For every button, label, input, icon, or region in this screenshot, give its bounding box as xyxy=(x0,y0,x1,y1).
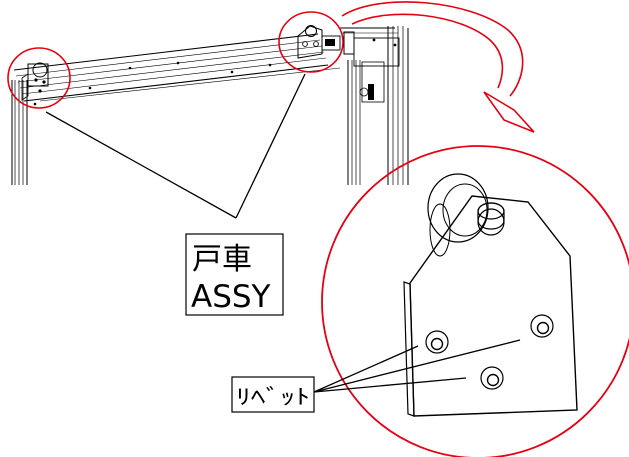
door-roller-label-line1: 戸車 xyxy=(192,242,252,277)
rivet-bottom xyxy=(480,366,504,390)
left-roller-highlight xyxy=(7,47,71,109)
rivet-leaders xyxy=(313,339,521,393)
door-roller-assy-label: 戸車 ASSY xyxy=(185,233,284,316)
right-frame xyxy=(340,26,409,185)
rivet-label-text: ﾘﾍﾞｯﾄ xyxy=(236,385,310,409)
door-roller-label-line2: ASSY xyxy=(191,279,271,315)
left-door-roller xyxy=(21,62,49,101)
right-roller-highlight xyxy=(278,11,344,73)
detail-magnifier-circle xyxy=(321,145,629,457)
door-roller-leaders xyxy=(45,73,306,219)
curved-arrow-icon xyxy=(341,1,535,133)
rivet-label: ﾘﾍﾞｯﾄ xyxy=(231,376,315,413)
top-rail xyxy=(13,33,341,106)
roller-plate xyxy=(409,195,578,417)
roller-detail-view xyxy=(403,173,578,417)
right-door-roller xyxy=(297,25,341,59)
rivet-right xyxy=(530,314,554,338)
rivet-left xyxy=(425,330,449,354)
